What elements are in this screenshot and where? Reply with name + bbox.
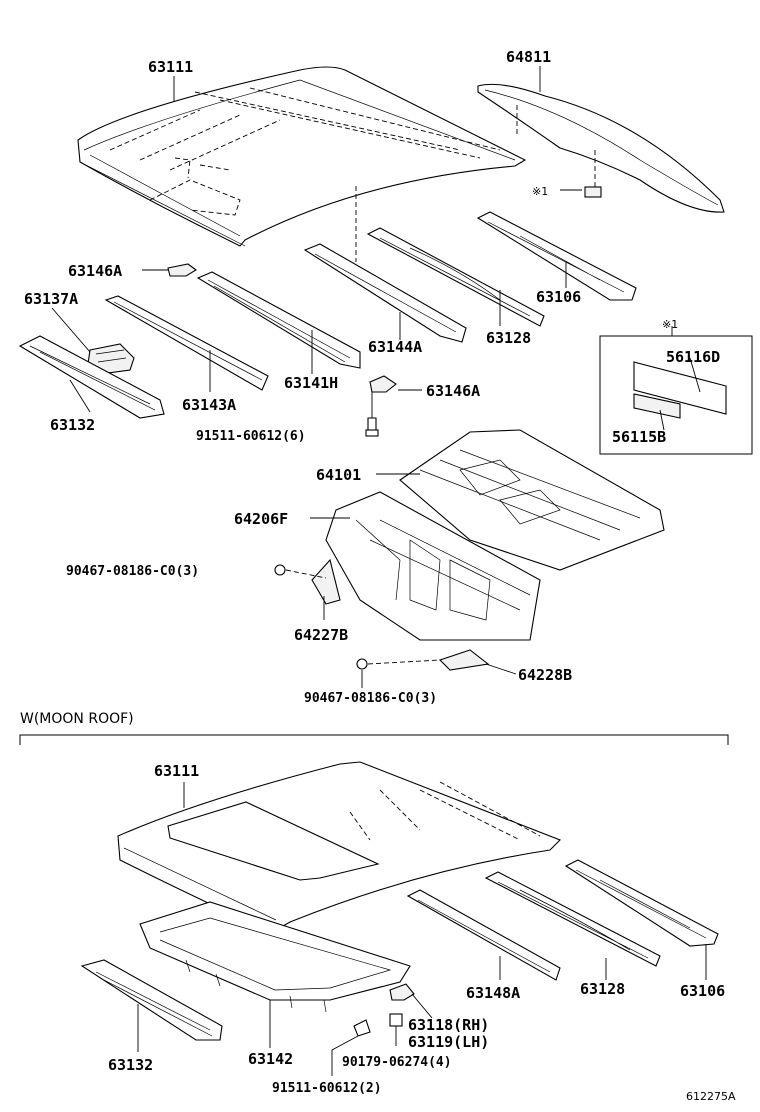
- bow-63141h[interactable]: [196, 271, 361, 369]
- moon-roof-housing-63142[interactable]: [139, 901, 411, 1013]
- label-63143a: 63143A: [182, 396, 236, 414]
- label-63132-top: 63132: [50, 416, 95, 434]
- roof-panel-top[interactable]: [77, 66, 527, 247]
- label-91511-bottom: 91511-60612(2): [272, 1081, 382, 1096]
- label-63141h: 63141H: [284, 374, 338, 392]
- roof-panel-moon[interactable]: [117, 761, 561, 931]
- brace-64228b[interactable]: [438, 649, 490, 671]
- label-63106-top: 63106: [536, 288, 581, 306]
- label-63146a-left: 63146A: [68, 262, 122, 280]
- label-63119: 63119(LH): [408, 1033, 489, 1051]
- label-64228b: 64228B: [518, 666, 572, 684]
- label-56116d: 56116D: [666, 348, 720, 366]
- label-kit-note: ※1: [662, 318, 678, 331]
- label-63128-bottom: 63128: [580, 980, 625, 998]
- reinf-63128-bottom[interactable]: [484, 871, 661, 967]
- bracket-63146a-right[interactable]: [369, 375, 397, 393]
- label-90467-lower: 90467-08186-C0(3): [304, 691, 437, 706]
- label-63118: 63118(RH): [408, 1016, 489, 1034]
- label-note-ref: ※1: [532, 185, 548, 198]
- reinf-63144a[interactable]: [303, 243, 467, 343]
- bolt-91511-bottom[interactable]: [353, 1019, 371, 1037]
- label-63142: 63142: [248, 1050, 293, 1068]
- label-64227b: 64227B: [294, 626, 348, 644]
- reinf-63106-bottom[interactable]: [564, 859, 719, 947]
- label-63146a-right: 63146A: [426, 382, 480, 400]
- label-64101: 64101: [316, 466, 361, 484]
- label-64811: 64811: [506, 48, 551, 66]
- label-63111-moon: 63111: [154, 762, 199, 780]
- upper-back-64206f[interactable]: [325, 491, 541, 641]
- clip-90467-lower[interactable]: [356, 658, 368, 670]
- label-63137a: 63137A: [24, 290, 78, 308]
- label-63148a: 63148A: [466, 984, 520, 1002]
- clip-90467-upper[interactable]: [274, 564, 286, 576]
- label-90467-upper: 90467-08186-C0(3): [66, 564, 199, 579]
- label-63144a: 63144A: [368, 338, 422, 356]
- label-63128-top: 63128: [486, 329, 531, 347]
- label-90179: 90179-06274(4): [342, 1055, 452, 1070]
- reinf-63148a[interactable]: [406, 889, 561, 981]
- front-header-top[interactable]: [18, 335, 165, 419]
- kit-box: [599, 335, 753, 455]
- bow-63143a[interactable]: [104, 295, 269, 391]
- back-window-panel[interactable]: [477, 83, 725, 213]
- section-title: W(MOON ROOF): [20, 711, 134, 727]
- label-91511-top: 91511-60612(6): [196, 429, 306, 444]
- bracket-63118-63119[interactable]: [389, 983, 415, 1001]
- drawing-id: 612275A: [686, 1090, 736, 1103]
- front-header-bottom[interactable]: [80, 959, 223, 1041]
- section-bracket-line: [19, 734, 729, 745]
- label-63111-top: 63111: [148, 58, 193, 76]
- label-63106-bottom: 63106: [680, 982, 725, 1000]
- label-56115b: 56115B: [612, 428, 666, 446]
- label-63132-bottom: 63132: [108, 1056, 153, 1074]
- nut-90179[interactable]: [389, 1013, 403, 1027]
- rear-floor-64101[interactable]: [399, 429, 665, 571]
- label-64206f: 64206F: [234, 510, 288, 528]
- bracket-63146a-left[interactable]: [167, 263, 197, 277]
- leader-lines: [51, 66, 707, 1076]
- bolt-91511-top[interactable]: [365, 417, 379, 437]
- reinf-63106-top[interactable]: [476, 211, 637, 301]
- brace-64227b[interactable]: [311, 558, 341, 605]
